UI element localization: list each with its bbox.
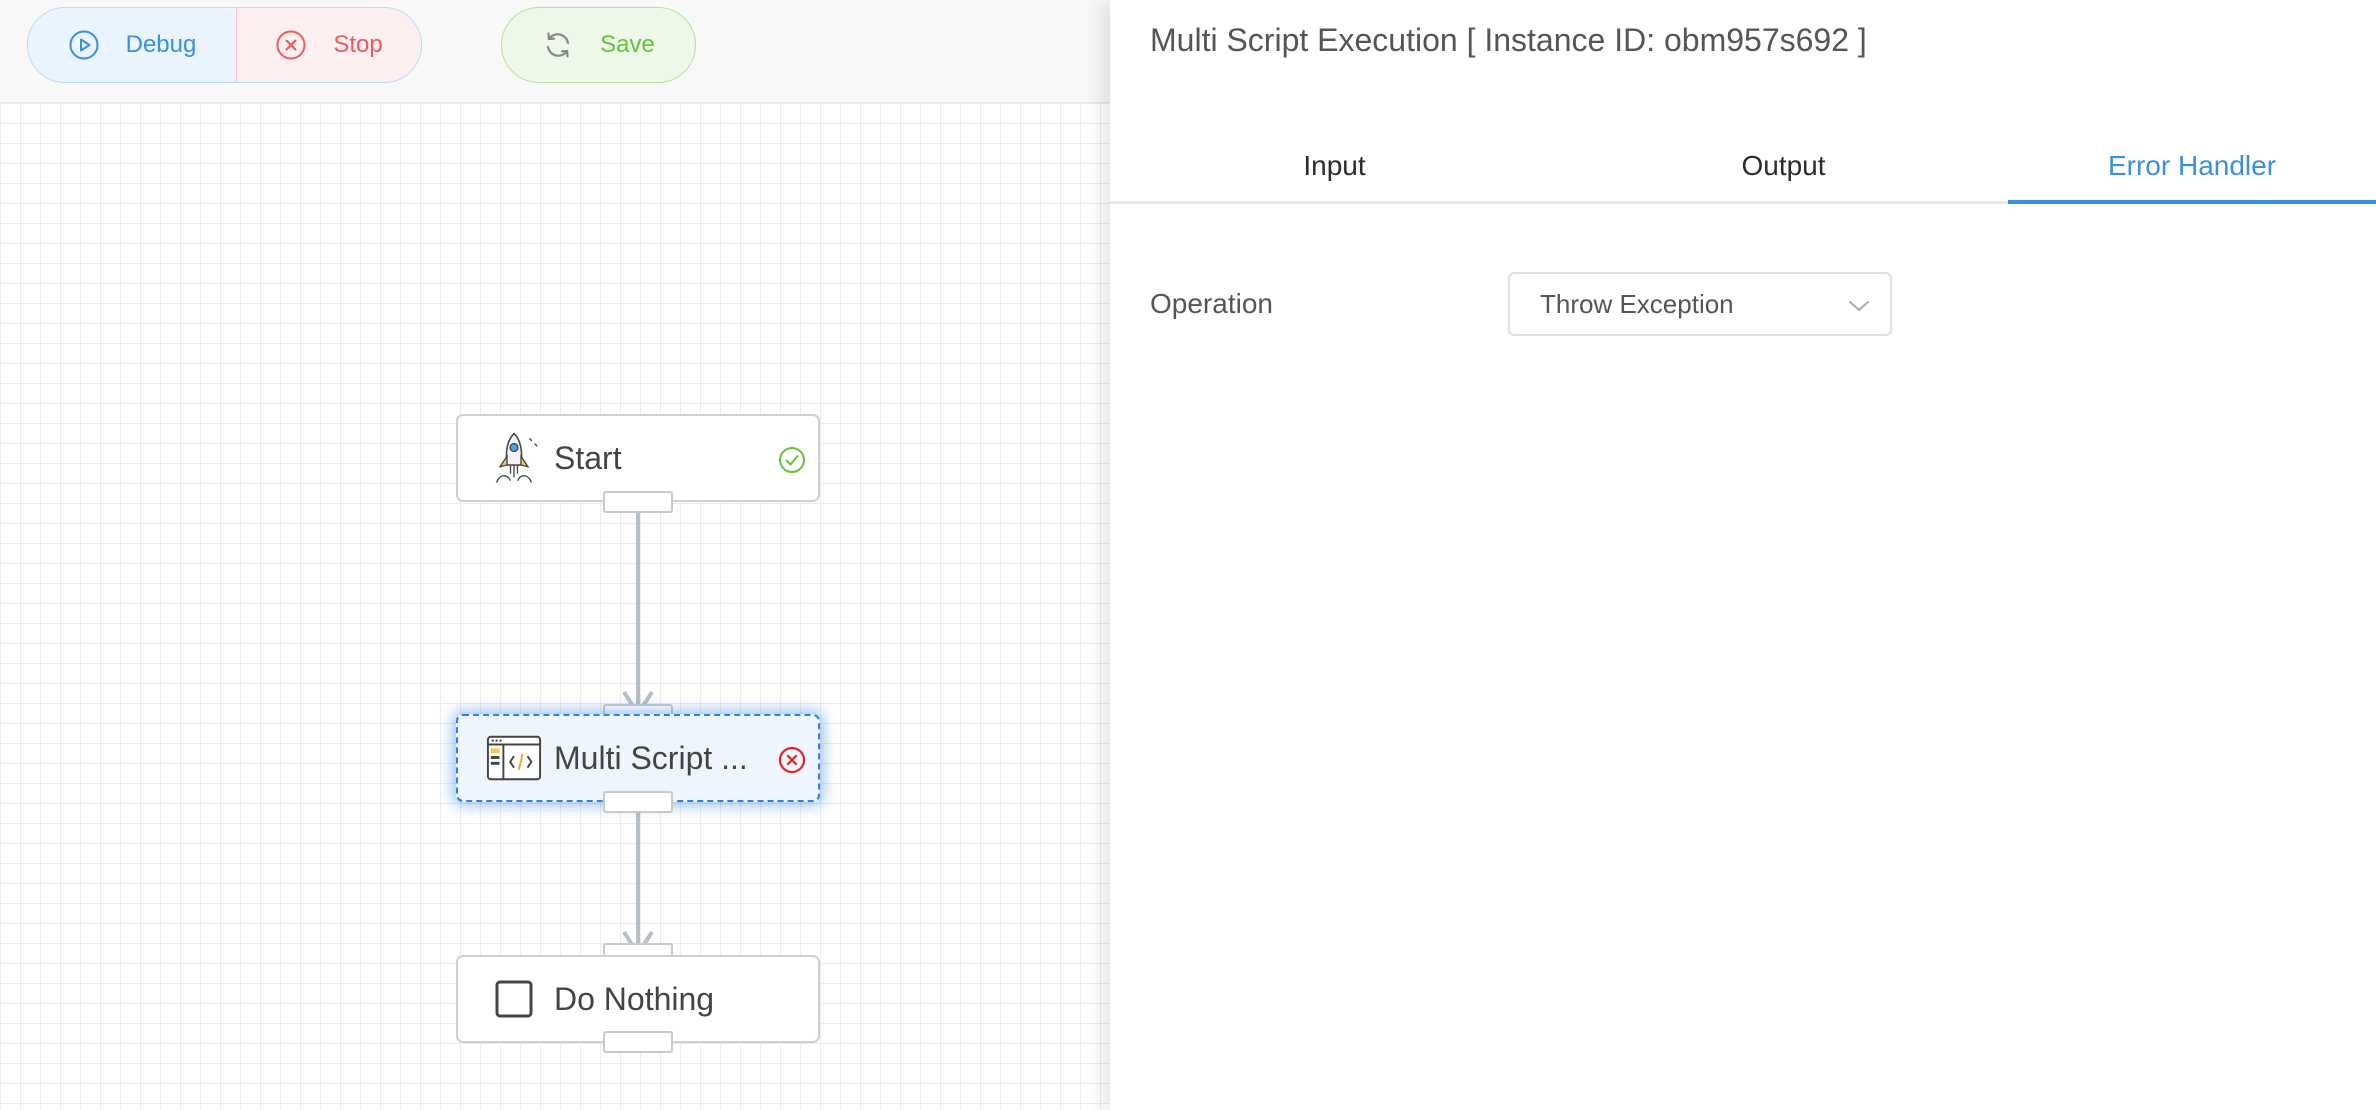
operation-select[interactable]: Throw Exception	[1508, 272, 1892, 336]
close-circle-icon	[275, 29, 307, 61]
error-circle-icon	[778, 746, 806, 779]
check-circle-icon	[778, 446, 806, 479]
debug-button[interactable]: Debug	[28, 8, 236, 82]
code-window-icon	[486, 730, 542, 786]
stop-button[interactable]: Stop	[236, 8, 421, 82]
panel-tabs: Input Output Error Handler	[1110, 130, 2376, 204]
flow-node-start[interactable]: Start	[456, 414, 820, 502]
refresh-icon	[542, 29, 574, 61]
operation-label: Operation	[1150, 288, 1273, 319]
debug-stop-button-group: Debug Stop	[27, 7, 422, 83]
stop-button-label: Stop	[333, 31, 383, 58]
flow-node-label: Start	[554, 439, 622, 476]
operation-select-value: Throw Exception	[1540, 288, 1734, 319]
node-output-port[interactable]	[603, 791, 673, 813]
node-output-port[interactable]	[603, 491, 673, 513]
save-button[interactable]: Save	[501, 7, 696, 83]
tab-output[interactable]: Output	[1741, 149, 1826, 181]
save-button-label: Save	[600, 31, 655, 58]
operation-form-row: Operation Throw Exception	[1150, 272, 1892, 336]
flow-node-do-nothing[interactable]: Do Nothing	[456, 955, 820, 1043]
flow-canvas[interactable]: Debug Stop S	[0, 0, 1110, 1110]
tab-input[interactable]: Input	[1303, 149, 1366, 181]
toolbar: Debug Stop S	[0, 0, 1110, 103]
tab-error-handler[interactable]: Error Handler	[2008, 130, 2376, 204]
edge-start-to-multi-script	[622, 502, 654, 716]
rocket-icon	[486, 430, 542, 486]
edge-multi-script-to-do-nothing	[622, 802, 654, 956]
debug-button-label: Debug	[125, 31, 197, 58]
flow-node-label: Multi Script ...	[554, 739, 748, 776]
flow-edges	[622, 502, 654, 956]
flow-node-label: Do Nothing	[554, 980, 715, 1017]
square-icon	[486, 971, 542, 1027]
panel-title: Multi Script Execution [ Instance ID: ob…	[1150, 22, 1867, 58]
chevron-down-icon	[1848, 289, 1870, 320]
node-properties-panel: Multi Script Execution [ Instance ID: ob…	[1110, 0, 2376, 1110]
play-circle-icon	[68, 29, 100, 61]
flow-node-multi-script[interactable]: Multi Script ...	[456, 714, 820, 802]
node-output-port[interactable]	[603, 1031, 673, 1053]
